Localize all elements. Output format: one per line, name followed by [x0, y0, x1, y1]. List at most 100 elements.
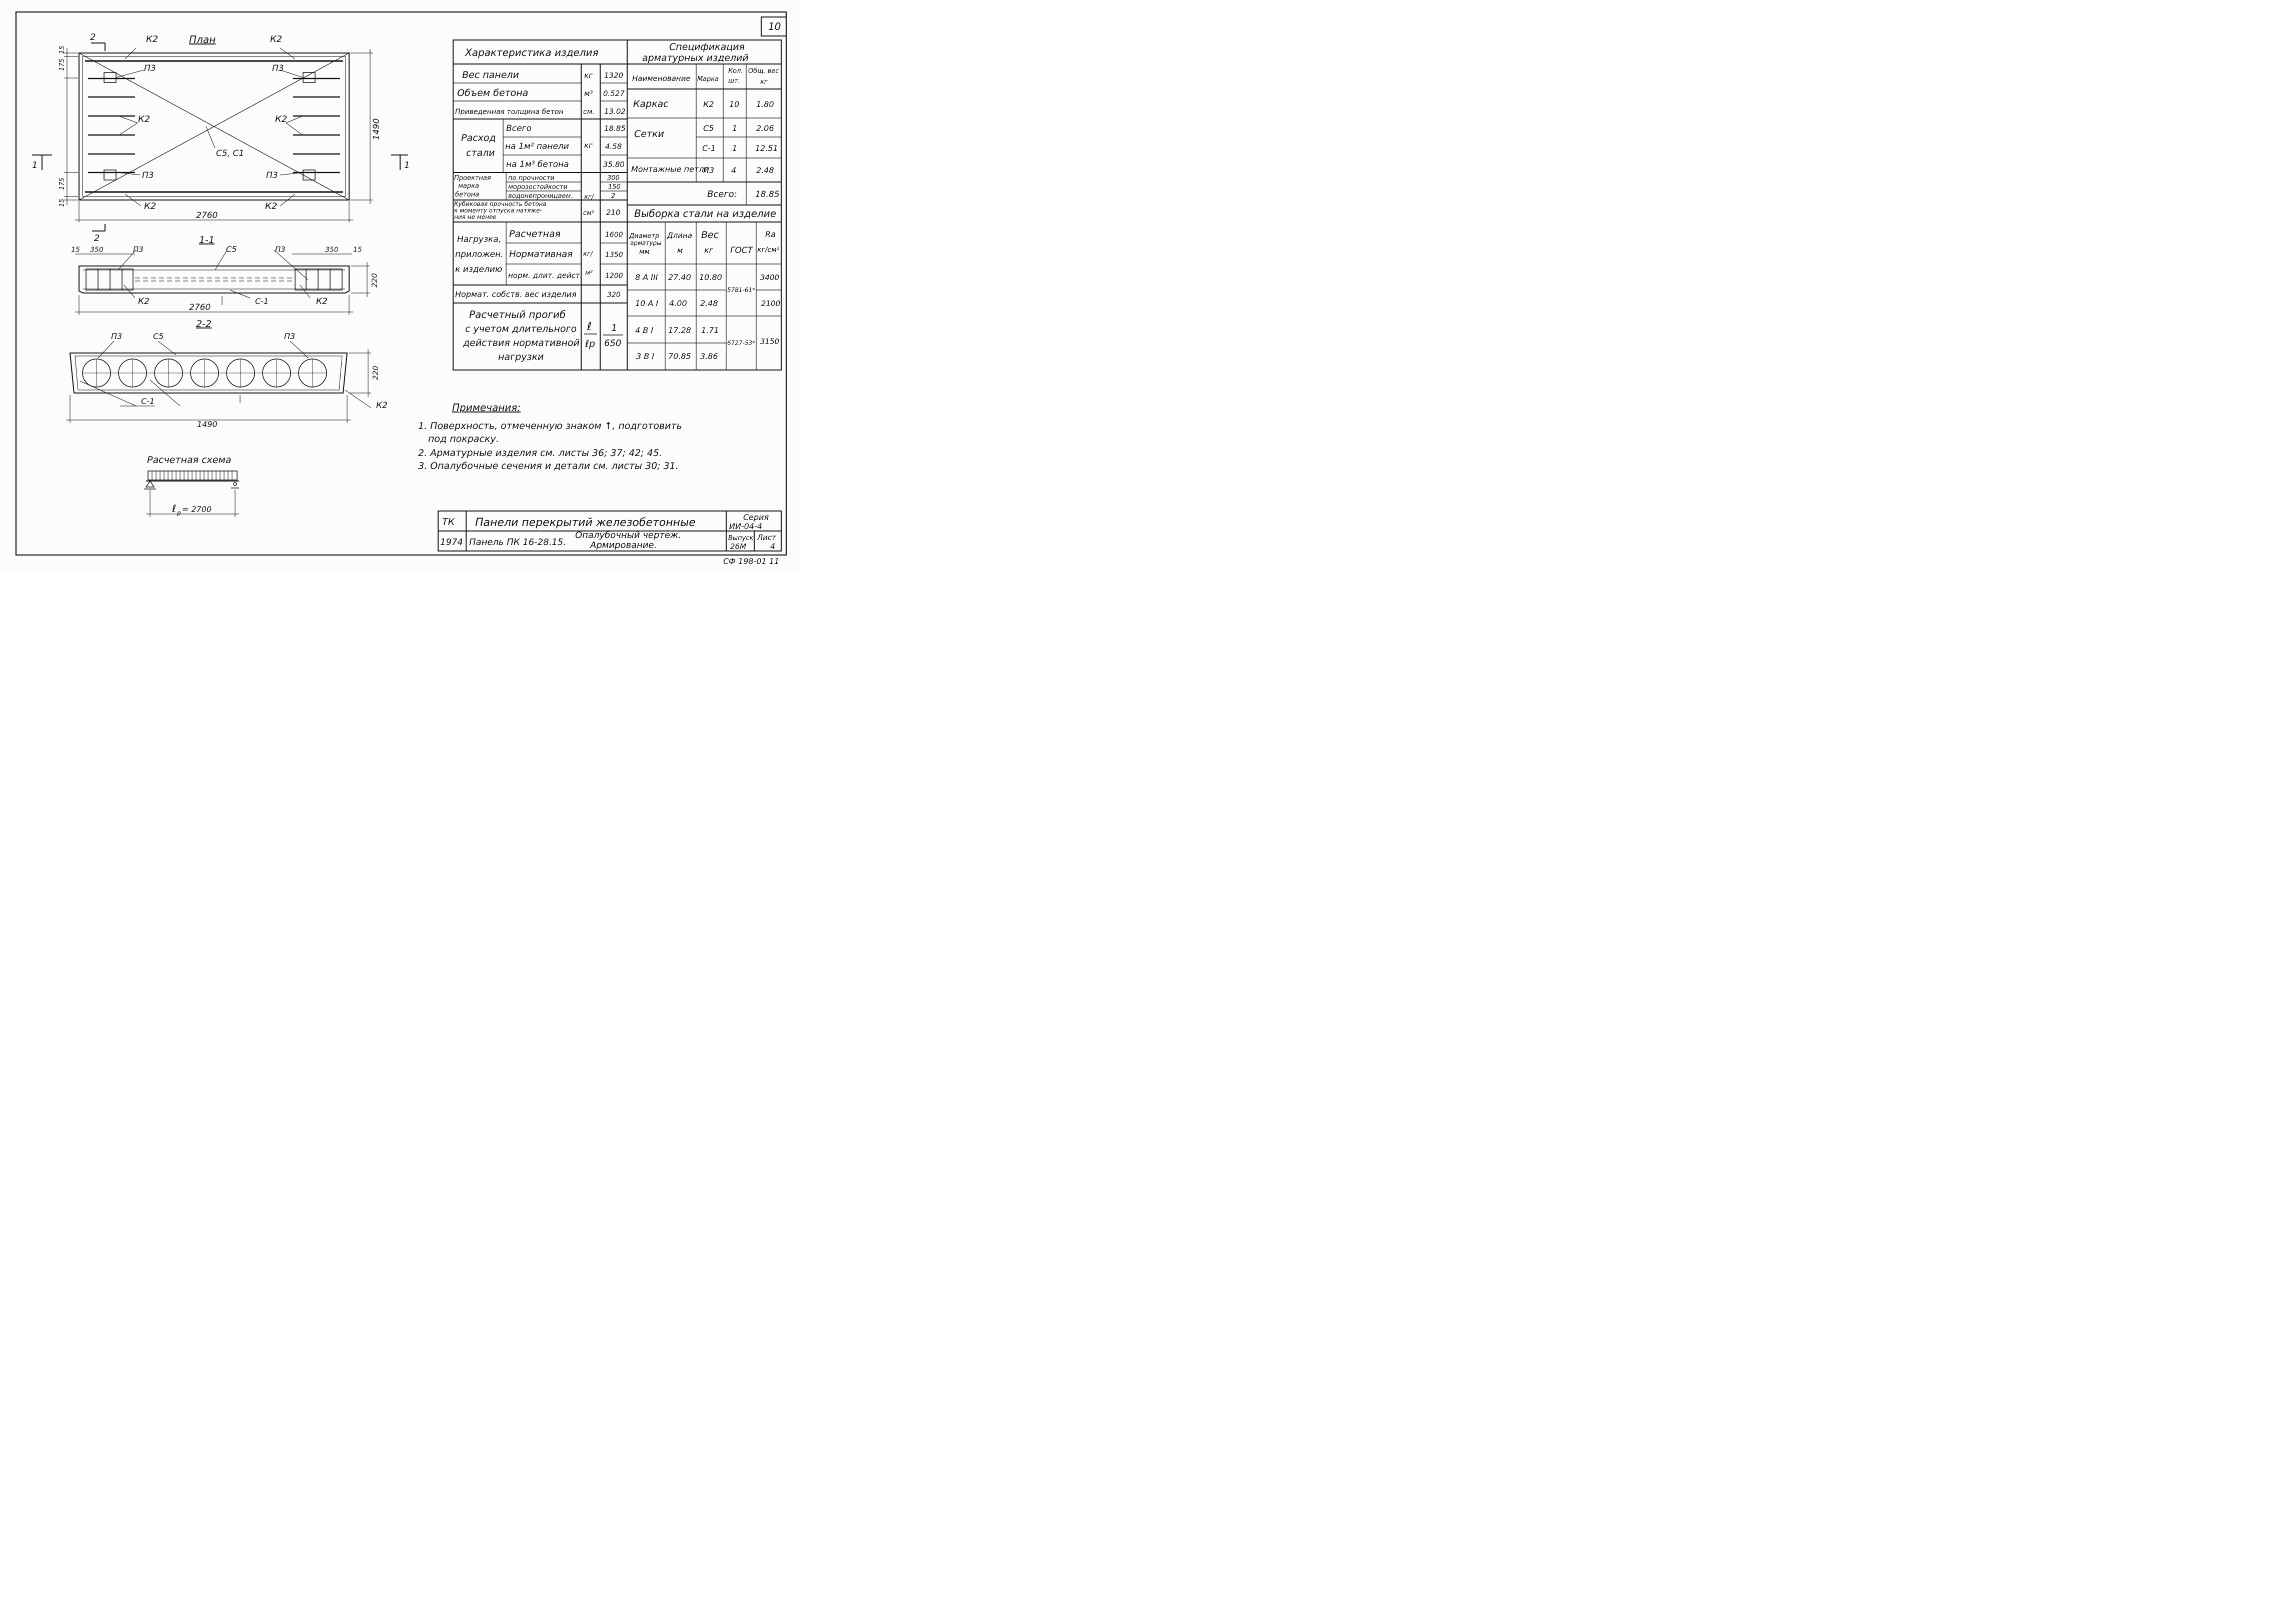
plan-dim-15-bot: 15 [59, 198, 66, 207]
char-steel-m3-value: 35.80 [603, 160, 625, 169]
char-cube-value: 210 [606, 208, 621, 217]
spec-total-value: 18.85 [755, 190, 780, 200]
drawing-canvas: 10 План [15, 11, 787, 566]
spec-row-loops-mark: П3 [703, 166, 714, 175]
s11-dim-220: 220 [370, 273, 379, 288]
sel-row-4-weight: 3.86 [700, 352, 718, 361]
plan-cut-2-top: 2 [90, 32, 96, 42]
sel-col-length-2: м [677, 246, 683, 255]
char-grade-water-value: 2 [611, 192, 615, 200]
s11-dim-2760: 2760 [189, 302, 211, 312]
char-load-unit-2: м² [585, 270, 593, 277]
tb-year: 1974 [440, 537, 463, 548]
spec-row-loops-name: Монтажные петли [631, 164, 709, 174]
note-2: 2. Арматурные изделия см. листы 36; 37; … [418, 448, 662, 458]
plan-label-k2-br: К2 [265, 201, 277, 212]
spec-row-frame-qty: 10 [729, 100, 739, 109]
char-steel-label-2: стали [466, 148, 495, 158]
char-deflection-unit-top: ℓ [587, 320, 592, 333]
char-thickness-unit: см. [583, 108, 595, 116]
sel-row-1-length: 27.40 [668, 272, 691, 282]
char-cube-unit: см² [583, 210, 594, 217]
tb-series-value: ИИ-04-4 [729, 522, 762, 531]
sel-col-diam-3: мм [639, 248, 650, 256]
plan-label-p3-tl: П3 [144, 64, 156, 74]
s11-dim-350-left: 350 [90, 246, 104, 254]
plan-dim-2760: 2760 [196, 210, 218, 220]
s22-label-k2: К2 [376, 400, 388, 410]
s11-label-p3-left: П3 [133, 245, 144, 254]
plan-dim-175-bot: 175 [59, 178, 66, 190]
spec-row-mesh-c5-weight: 2.06 [756, 124, 774, 133]
calc-scheme-span-symbol: ℓ [172, 502, 176, 514]
char-grade-label-3: бетона [455, 191, 479, 198]
note-1-cont: под покраску. [428, 434, 499, 444]
tb-panel: Панель ПК 16-28.15. [469, 537, 566, 548]
s11-dim-15-left: 15 [71, 246, 80, 254]
plan-dim-1490: 1490 [372, 118, 382, 140]
sel-row-3-length: 17.28 [668, 326, 691, 335]
char-steel-m3-name: на 1м³ бетона [506, 160, 569, 170]
plan-dim-15-top: 15 [59, 46, 66, 54]
char-deflection-value-top: 1 [611, 322, 617, 334]
sel-row-4-length: 70.85 [668, 352, 691, 361]
spec-row-loops-weight: 2.48 [756, 166, 774, 175]
spec-col-mark: Марка [697, 76, 719, 83]
sel-gost-1: 5781-61* [727, 286, 755, 294]
s22-dim-1490: 1490 [197, 420, 218, 429]
char-grade-label-2: марка [458, 182, 479, 190]
section-2-2-title: 2-2 [196, 318, 212, 330]
drawing-sheet: 10 План [0, 0, 800, 572]
char-steel-total-value: 18.85 [604, 124, 626, 133]
char-selfweight-name: Нормат. собств. вес изделия [455, 290, 577, 299]
sel-col-ra-1: Ra [765, 230, 776, 239]
calc-scheme-title: Расчетная схема [147, 454, 231, 466]
plan-cut-2-bot: 2 [94, 233, 100, 244]
sel-col-weight-2: кг [704, 246, 714, 255]
spec-row-frame-weight: 1.80 [756, 100, 774, 109]
plan-label-k2-tr: К2 [270, 34, 282, 44]
notes: Примечания: 1. Поверхность, отмеченную з… [418, 402, 682, 472]
char-grade-label-1: Проектная [454, 174, 491, 182]
char-load-norm-value: 1350 [605, 251, 623, 259]
calc-scheme-span-sub: р [177, 510, 181, 516]
char-weight-unit: кг [584, 71, 593, 80]
characteristics-table: Характеристика изделия Вес панели кг 132… [453, 40, 628, 370]
s11-dim-350-right: 350 [325, 246, 339, 254]
sheet-frame: 10 [15, 11, 787, 556]
char-header: Характеристика изделия [465, 46, 599, 58]
char-volume-unit: м³ [584, 89, 593, 98]
sel-col-diam-2: арматуры [630, 240, 662, 246]
sel-col-gost: ГОСТ [730, 246, 754, 256]
spec-col-qty-1: Кол. [728, 68, 743, 75]
notes-title: Примечания: [452, 402, 521, 414]
char-grade-frost-value: 150 [608, 184, 621, 191]
char-load-design-value: 1600 [605, 231, 623, 239]
sel-row-3-diam: 4 В I [635, 326, 653, 335]
sel-gost-2: 6727-53* [727, 340, 755, 346]
char-volume-name: Объем бетона [457, 88, 528, 98]
spec-col-name: Наименование [632, 74, 691, 83]
spec-row-mesh-c5-qty: 1 [732, 124, 737, 133]
sel-row-2-length: 4.00 [669, 298, 687, 308]
plan-label-p3-bl: П3 [142, 170, 154, 180]
s22-label-p3-left: П3 [111, 332, 122, 341]
char-deflection-line-3: действия нормативной [463, 338, 580, 348]
plan-label-p3-br: П3 [266, 170, 278, 180]
sel-header: Выборка стали на изделие [634, 208, 776, 220]
char-load-unit-1: кг/ [583, 250, 594, 258]
spec-col-weight-2: кг [760, 78, 768, 86]
char-load-design-name: Расчетная [509, 228, 561, 240]
s11-label-c1: С-1 [255, 296, 269, 306]
char-cube-line-2: к моменту отпуска натяже- [454, 207, 542, 214]
spec-row-mesh-c1-qty: 1 [732, 144, 737, 153]
tb-issue-value: 26М [730, 542, 746, 551]
plan-label-c5c1: С5, С1 [216, 148, 244, 158]
tb-drawing-line-1: Опалубочный чертеж. [575, 530, 681, 540]
char-load-label-2: приложен. [455, 250, 504, 260]
char-grade-strength-value: 300 [607, 174, 620, 182]
s11-label-k2-right: К2 [316, 296, 328, 306]
s22-label-c5: С5 [153, 332, 164, 341]
char-grade-unit: кг/ [584, 194, 595, 201]
char-steel-m2-value: 4.58 [605, 142, 622, 151]
